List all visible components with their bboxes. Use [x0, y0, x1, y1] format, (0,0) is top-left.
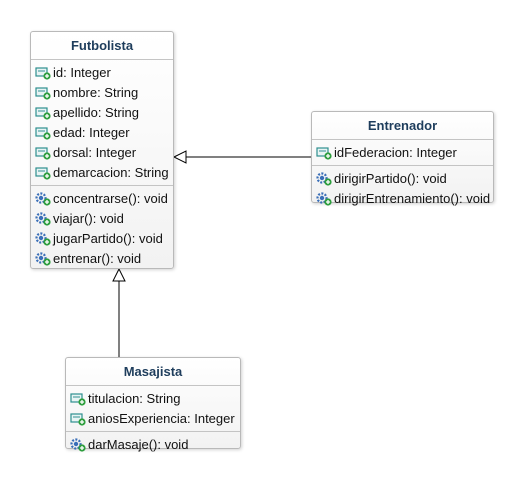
attribute-label: id: Integer	[53, 65, 111, 80]
gear-plus-icon	[35, 252, 51, 266]
attribute-row[interactable]: dorsal: Integer	[31, 143, 173, 163]
attribute-label: nombre: String	[53, 85, 139, 100]
attribute-label: apellido: String	[53, 105, 139, 120]
gear-plus-icon	[70, 438, 86, 452]
field-plus-icon	[35, 126, 51, 140]
operation-label: dirigirEntrenamiento(): void	[334, 191, 491, 206]
operations-section: concentrarse(): void viajar(): void juga…	[31, 185, 173, 271]
field-plus-icon	[316, 146, 332, 160]
attribute-row[interactable]: idFederacion: Integer	[312, 143, 493, 163]
attribute-label: aniosExperiencia: Integer	[88, 411, 235, 426]
operation-row[interactable]: concentrarse(): void	[31, 189, 173, 209]
class-masajista[interactable]: Masajista titulacion: String aniosExperi…	[65, 357, 241, 452]
operation-label: jugarPartido(): void	[53, 231, 163, 246]
class-name: Masajista	[66, 358, 240, 386]
operation-row[interactable]: jugarPartido(): void	[31, 229, 173, 249]
operation-label: dirigirPartido(): void	[334, 171, 447, 186]
operation-row[interactable]: entrenar(): void	[31, 249, 173, 269]
field-plus-icon	[35, 106, 51, 120]
attribute-row[interactable]: nombre: String	[31, 83, 173, 103]
gear-plus-icon	[35, 212, 51, 226]
attribute-label: idFederacion: Integer	[334, 145, 457, 160]
operation-row[interactable]: darMasaje(): void	[66, 435, 240, 455]
gear-plus-icon	[316, 192, 332, 206]
operation-row[interactable]: dirigirEntrenamiento(): void	[312, 189, 493, 209]
field-plus-icon	[70, 412, 86, 426]
attribute-row[interactable]: id: Integer	[31, 63, 173, 83]
gear-plus-icon	[316, 172, 332, 186]
operations-section: dirigirPartido(): void dirigirEntrenamie…	[312, 165, 493, 211]
attribute-label: titulacion: String	[88, 391, 181, 406]
field-plus-icon	[35, 86, 51, 100]
attribute-row[interactable]: demarcacion: String	[31, 163, 173, 183]
class-futbolista[interactable]: Futbolista id: Integer nombre: String ap…	[30, 31, 174, 269]
field-plus-icon	[35, 166, 51, 180]
attribute-row[interactable]: titulacion: String	[66, 389, 240, 409]
operation-label: darMasaje(): void	[88, 437, 189, 452]
attributes-section: idFederacion: Integer	[312, 140, 493, 165]
generalization-masajista-arrowhead	[112, 267, 126, 282]
generalization-entrenador-arrowhead	[172, 150, 187, 164]
class-entrenador[interactable]: Entrenador idFederacion: Integer dirigir…	[311, 111, 494, 206]
attributes-section: id: Integer nombre: String apellido: Str…	[31, 60, 173, 185]
field-plus-icon	[35, 146, 51, 160]
gear-plus-icon	[35, 192, 51, 206]
attributes-section: titulacion: String aniosExperiencia: Int…	[66, 386, 240, 431]
attribute-row[interactable]: aniosExperiencia: Integer	[66, 409, 240, 429]
operation-label: concentrarse(): void	[53, 191, 168, 206]
attribute-row[interactable]: apellido: String	[31, 103, 173, 123]
operation-row[interactable]: viajar(): void	[31, 209, 173, 229]
attribute-row[interactable]: edad: Integer	[31, 123, 173, 143]
class-name: Entrenador	[312, 112, 493, 140]
attribute-label: edad: Integer	[53, 125, 130, 140]
operation-row[interactable]: dirigirPartido(): void	[312, 169, 493, 189]
attribute-label: demarcacion: String	[53, 165, 169, 180]
operation-label: viajar(): void	[53, 211, 124, 226]
gear-plus-icon	[35, 232, 51, 246]
operations-section: darMasaje(): void	[66, 431, 240, 457]
field-plus-icon	[35, 66, 51, 80]
class-name: Futbolista	[31, 32, 173, 60]
attribute-label: dorsal: Integer	[53, 145, 137, 160]
operation-label: entrenar(): void	[53, 251, 142, 266]
field-plus-icon	[70, 392, 86, 406]
